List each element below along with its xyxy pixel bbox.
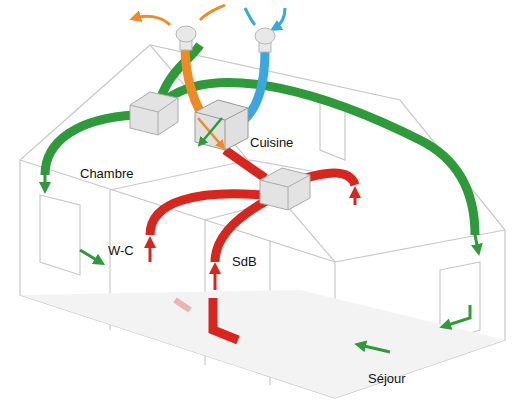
fresh-air-arrow <box>275 8 285 28</box>
house-outline <box>20 45 505 398</box>
fresh-air-arrow <box>245 8 255 25</box>
room-label: W-C <box>108 244 134 257</box>
extract-duct <box>150 150 355 340</box>
room-label: Séjour <box>368 372 406 385</box>
room-label: Chambre <box>80 167 133 180</box>
exhaust-arrow <box>135 16 170 25</box>
floor <box>20 290 505 398</box>
roof-outlet <box>176 26 275 52</box>
duct-box <box>130 92 310 210</box>
extract-arrow <box>150 192 355 310</box>
room-label: SdB <box>232 255 257 268</box>
room-label: Cuisine <box>250 136 293 149</box>
exhaust-arrow <box>200 5 225 20</box>
heat-exchanger <box>195 100 248 150</box>
